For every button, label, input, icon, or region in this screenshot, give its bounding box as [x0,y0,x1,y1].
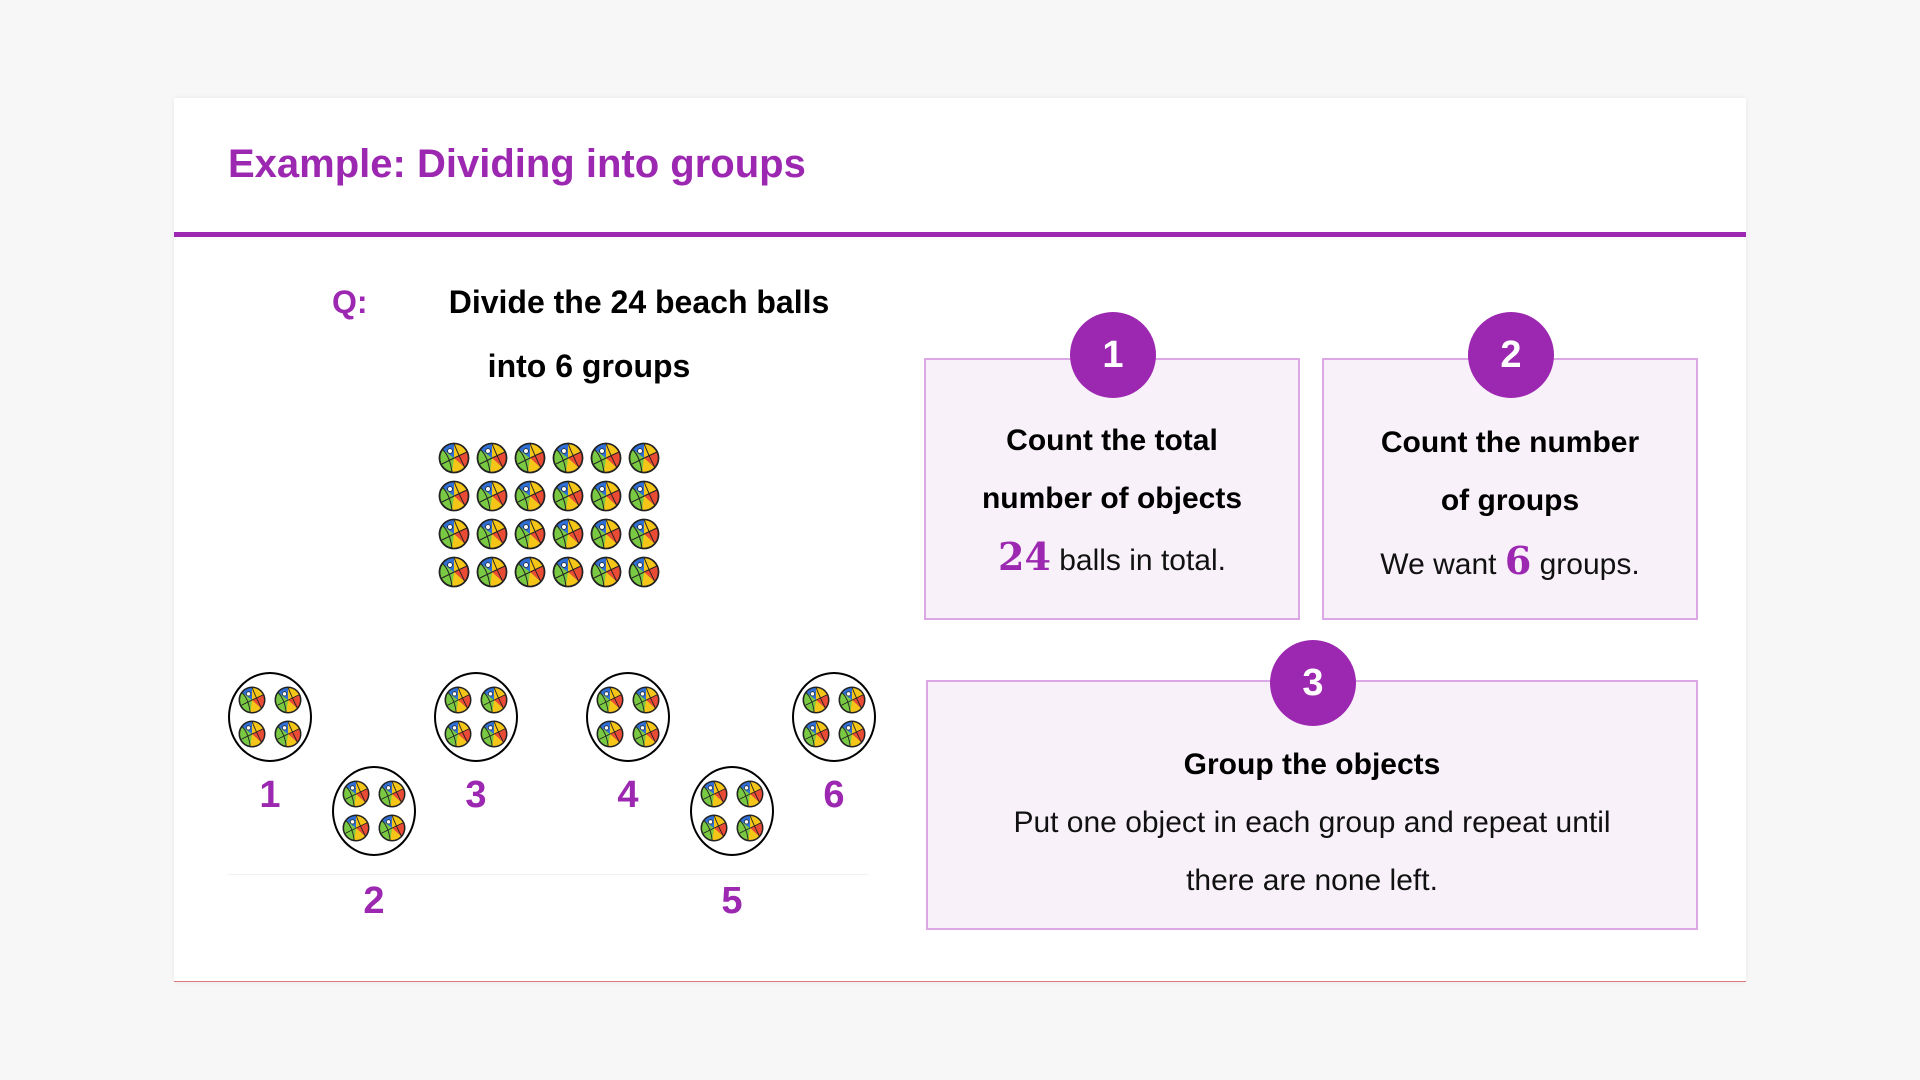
beach-ball-icon [552,480,584,512]
beach-ball-icon [590,442,622,474]
beach-ball-icon [514,518,546,550]
beach-ball-icon [628,556,660,588]
slide: Example: Dividing into groups Q: Divide … [174,98,1746,982]
step-1-text-after: balls in total. [1059,544,1226,577]
beach-ball-icon [552,556,584,588]
group-number-3: 3 [465,774,487,816]
question-text-line2: into 6 groups [487,348,691,384]
beach-ball-icon [628,480,660,512]
beach-ball-icon [802,720,830,748]
group-circle-1 [228,672,312,762]
group-number-5: 5 [721,880,743,922]
beach-ball-icon [590,480,622,512]
beach-ball-icon [480,686,508,714]
beach-ball-icon [378,814,406,842]
group-number-1: 1 [259,774,281,816]
beach-ball-icon [838,720,866,748]
question-text-line1: Divide the 24 beach balls [448,284,830,320]
step-2-text-after: groups. [1539,548,1640,581]
question-label: Q: [332,284,368,320]
beach-ball-icon [444,686,472,714]
beach-ball-icon [632,686,660,714]
groups-baseline [228,874,868,875]
beach-ball-icon [736,780,764,808]
slide-bottom-border [174,981,1746,982]
beach-ball-icon [438,480,470,512]
beach-ball-icon [628,518,660,550]
step-2-text: We want 6 groups. [1324,532,1696,594]
step-3-text-line1: Put one object in each group and repeat … [1013,806,1611,839]
beach-ball-icon [342,780,370,808]
step-1-heading-line2: number of objects [981,482,1243,515]
beach-ball-icon [476,442,508,474]
beach-ball-icon [514,480,546,512]
step-card-2: Count the number of groups We want 6 gro… [1322,358,1698,620]
group-number-4: 4 [617,774,639,816]
group-circle-6 [792,672,876,762]
beach-ball-icon [480,720,508,748]
beach-ball-icon [238,720,266,748]
beach-ball-icon [838,686,866,714]
beach-ball-icon [590,556,622,588]
beach-ball-icon [552,518,584,550]
beach-ball-icon [590,518,622,550]
group-circle-4 [586,672,670,762]
slide-title: Example: Dividing into groups [228,142,806,186]
beach-ball-icon [596,720,624,748]
beach-ball-array [438,442,660,590]
beach-ball-icon [700,780,728,808]
beach-ball-icon [342,814,370,842]
beach-ball-icon [628,442,660,474]
beach-ball-icon [238,686,266,714]
beach-ball-icon [596,686,624,714]
title-divider [174,232,1746,237]
beach-ball-icon [274,686,302,714]
beach-ball-icon [514,442,546,474]
step-2-badge: 2 [1468,312,1554,398]
beach-ball-icon [476,518,508,550]
beach-ball-icon [476,556,508,588]
step-2-value: 6 [1504,538,1532,583]
beach-ball-icon [438,518,470,550]
beach-ball-icon [552,442,584,474]
group-circle-5 [690,766,774,856]
step-1-badge: 1 [1070,312,1156,398]
beach-ball-icon [438,442,470,474]
beach-ball-icon [700,814,728,842]
step-2-heading-line1: Count the number [1380,426,1640,459]
step-card-1: Count the total number of objects 24 bal… [924,358,1300,620]
group-circle-2 [332,766,416,856]
beach-ball-icon [438,556,470,588]
step-3-heading: Group the objects [1183,748,1441,781]
step-2-text-before: We want [1380,548,1497,581]
group-number-6: 6 [823,774,845,816]
step-3-text-line2: there are none left. [1186,864,1438,897]
beach-ball-icon [444,720,472,748]
step-2-heading-line2: of groups [1440,484,1580,517]
step-1-heading-line1: Count the total [1006,424,1218,457]
beach-ball-icon [274,720,302,748]
beach-ball-icon [736,814,764,842]
step-1-text: 24 balls in total. [926,528,1298,590]
group-circle-3 [434,672,518,762]
step-1-value: 24 [998,534,1051,579]
group-number-2: 2 [363,880,385,922]
beach-ball-icon [476,480,508,512]
beach-ball-icon [632,720,660,748]
beach-ball-icon [514,556,546,588]
step-3-badge: 3 [1270,640,1356,726]
beach-ball-icon [378,780,406,808]
beach-ball-icon [802,686,830,714]
